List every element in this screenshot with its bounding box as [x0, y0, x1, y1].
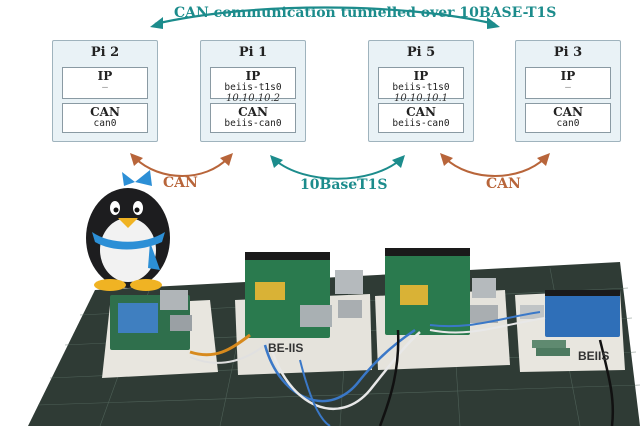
- penguin-mascot: [86, 170, 170, 291]
- can-arrow-right: [440, 153, 550, 177]
- can-section: CAN can0: [62, 103, 148, 133]
- ip-iface: beiis-t1s0: [224, 82, 282, 93]
- node-title: Pi 5: [406, 45, 436, 60]
- node-title: Pi 3: [553, 45, 583, 60]
- can-header: CAN: [90, 105, 120, 119]
- can-section: CAN beiis-can0: [378, 103, 464, 133]
- ip-section: IP —: [525, 67, 611, 99]
- can-iface: beiis-can0: [392, 118, 450, 129]
- ip-section: IP beiis-t1s0 10.10.10.1: [378, 67, 464, 104]
- node-pi2: Pi 2 IP — CAN can0: [52, 40, 158, 142]
- can-section: CAN beiis-can0: [210, 103, 296, 133]
- ip-header: IP: [560, 69, 576, 83]
- ip-address: 10.10.10.2: [225, 93, 281, 104]
- ip-address: 10.10.10.1: [393, 93, 449, 104]
- node-pi5: Pi 5 IP beiis-t1s0 10.10.10.1 CAN beiis-…: [368, 40, 474, 142]
- board-label-left: BE-IIS: [268, 341, 303, 355]
- ip-header: IP: [413, 69, 429, 83]
- t1s-arrow-middle: [270, 155, 405, 180]
- node-pi1: Pi 1 IP beiis-t1s0 10.10.10.2 CAN beiis-…: [200, 40, 306, 142]
- can-iface: can0: [556, 118, 580, 129]
- tunnel-label: CAN communication tunnelled over 10BASE-…: [174, 5, 557, 21]
- ip-section: IP —: [62, 67, 148, 99]
- can-header: CAN: [406, 105, 436, 119]
- ip-header: IP: [97, 69, 113, 83]
- node-pi3: Pi 3 IP — CAN can0: [515, 40, 621, 142]
- ip-header: IP: [245, 69, 261, 83]
- ip-iface: —: [565, 82, 571, 93]
- node-title: Pi 2: [90, 45, 120, 60]
- top-tunnel-arrow: [150, 6, 500, 29]
- ip-section: IP beiis-t1s0 10.10.10.2: [210, 67, 296, 104]
- board-label-right: BEIIS: [578, 349, 609, 363]
- pi3-board: [545, 295, 620, 337]
- can-iface: can0: [93, 118, 117, 129]
- node-title: Pi 1: [238, 45, 268, 60]
- can-header: CAN: [238, 105, 268, 119]
- link-label-can-left: CAN: [163, 175, 198, 191]
- can-header: CAN: [553, 105, 583, 119]
- can-arrow-left: [130, 153, 233, 177]
- can-section: CAN can0: [525, 103, 611, 133]
- ip-iface: beiis-t1s0: [392, 82, 450, 93]
- link-label-10baset1s: 10BaseT1S: [300, 177, 388, 193]
- can-iface: beiis-can0: [224, 118, 282, 129]
- ip-iface: —: [102, 82, 108, 93]
- link-label-can-right: CAN: [486, 176, 521, 192]
